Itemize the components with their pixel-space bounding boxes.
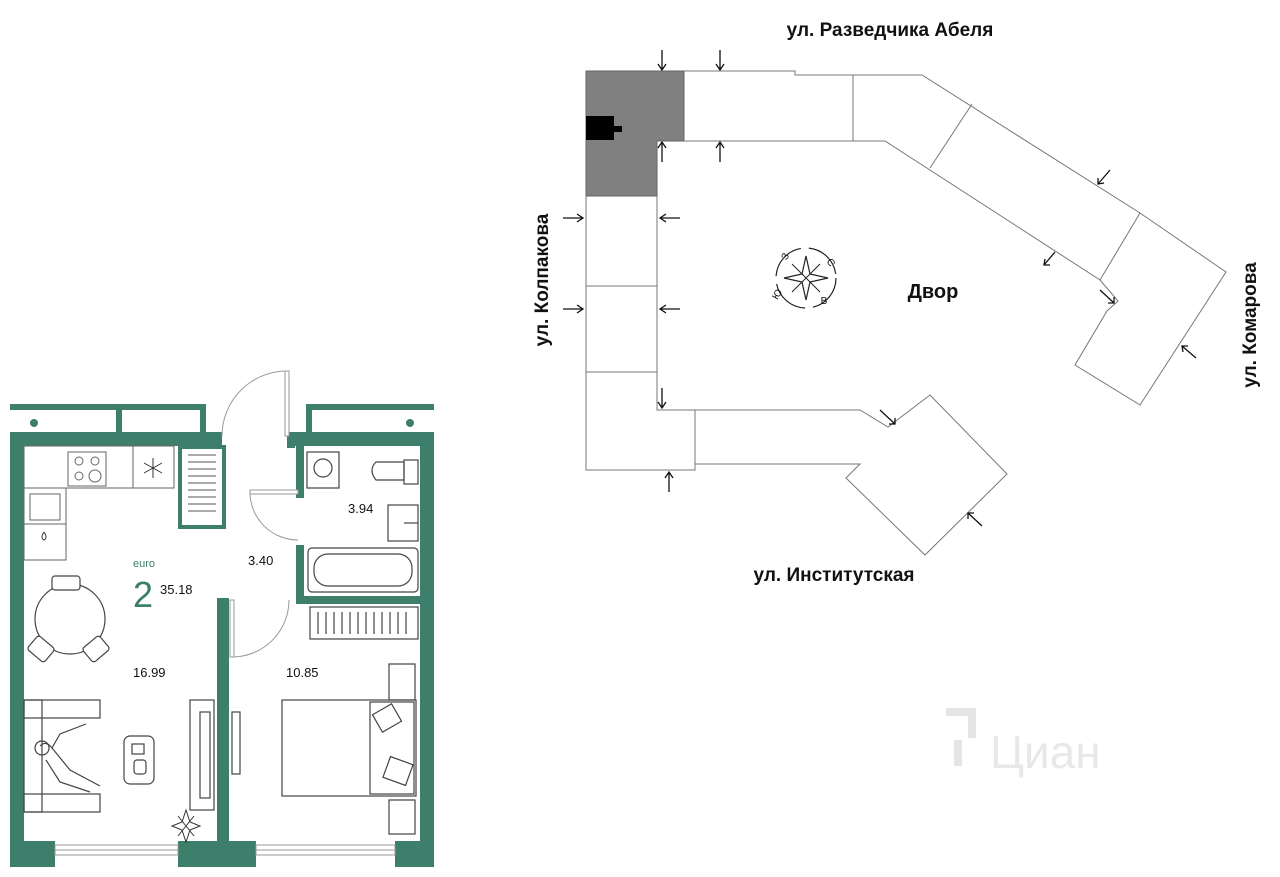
radiator-icon [178, 445, 226, 529]
toilet-icon [371, 461, 405, 481]
bathtub-icon [307, 547, 419, 593]
sink-icon [29, 493, 61, 521]
street-label-north: ул. Разведчика Абеля [787, 20, 994, 41]
sofa [23, 699, 155, 813]
compass-north: С [824, 257, 837, 269]
arrow-icon [879, 409, 896, 425]
arrow-icon [563, 213, 585, 223]
rooms-count: 2 [133, 574, 153, 615]
area-hall: 3.40 [248, 553, 273, 568]
svg-text:Циан: Циан [990, 726, 1101, 778]
euro-label: euro [133, 558, 155, 570]
street-label-west: ул. Колпакова [532, 213, 553, 346]
balcony [10, 404, 434, 436]
arrow-icon [967, 512, 983, 527]
area-bedroom: 10.85 [286, 665, 319, 680]
building-outline [585, 70, 1227, 556]
arrow-icon [1099, 289, 1115, 304]
section-marker [586, 116, 614, 140]
compass: С В Ю З [771, 247, 837, 309]
street-label-east: ул. Комарова [1240, 262, 1261, 388]
courtyard-label: Двор [908, 281, 959, 303]
arrow-icon [563, 304, 585, 314]
compass-south: Ю [771, 288, 786, 302]
selected-building-section [585, 70, 685, 197]
street-label-south: ул. Институтская [754, 565, 915, 586]
entrance-door [221, 370, 299, 658]
stove-icon [67, 451, 107, 487]
kitchen-unit [23, 445, 226, 561]
bathroom-fixtures [306, 451, 419, 593]
tv-unit [189, 699, 241, 811]
watermark: Циан [946, 708, 1101, 778]
dining-table [27, 575, 110, 663]
arrow-icon [1043, 251, 1056, 266]
bedroom-furniture [281, 606, 419, 835]
windows [54, 844, 396, 856]
arrow-icon [715, 50, 725, 72]
people-icon [39, 723, 101, 793]
radiator-icon [309, 606, 419, 640]
arrow-icon [1181, 345, 1197, 359]
area-living-kitchen: 16.99 [133, 665, 166, 680]
coffee-table [123, 735, 155, 785]
walls [10, 432, 434, 867]
drop-icon [41, 531, 47, 541]
arrow-icon [715, 140, 725, 162]
mini-compass-icon [170, 808, 202, 844]
compass-west: З [780, 251, 793, 262]
entrance-arrows [563, 50, 1197, 527]
arrow-icon [664, 470, 674, 492]
area-bathroom: 3.94 [348, 501, 373, 516]
washing-machine-icon [306, 451, 340, 489]
total-area: 35.18 [160, 582, 193, 597]
arrow-icon [657, 50, 667, 72]
arrow-icon [658, 213, 680, 223]
arrow-icon [1097, 169, 1111, 185]
bed-icon [281, 699, 417, 797]
arrow-icon [658, 304, 680, 314]
compass-east: В [821, 296, 828, 307]
watermark-logo-icon [946, 708, 976, 766]
apartment-plan: euro 2 35.18 16.99 3.40 3.94 10.85 [10, 370, 434, 867]
arrow-icon [657, 388, 667, 410]
arrow-icon [657, 140, 667, 162]
fridge-snowflake-icon [143, 458, 163, 478]
compass-rose-icon [783, 255, 829, 301]
site-plan [585, 70, 1227, 556]
